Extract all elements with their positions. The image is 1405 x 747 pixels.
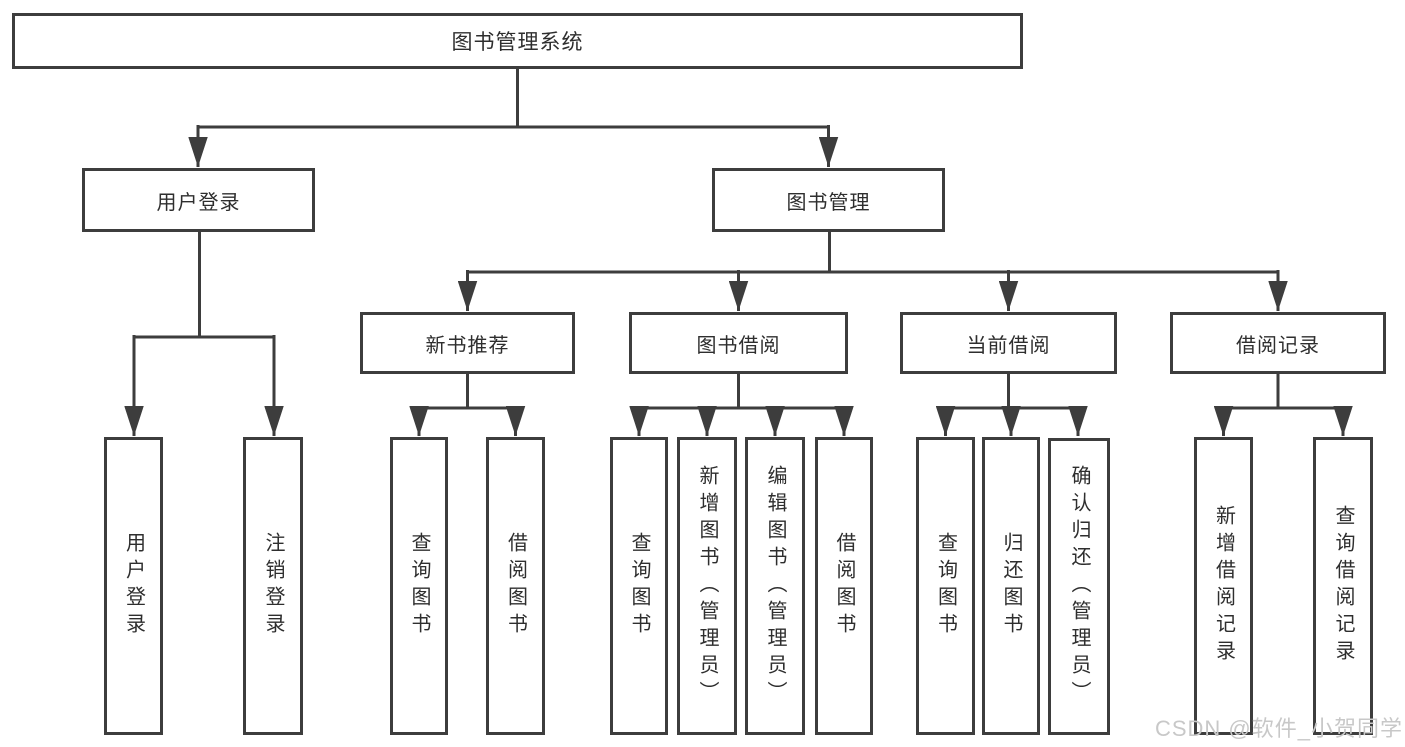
node-label: 用户登录 [122, 532, 145, 640]
node-borrow-records: 借阅记录 [1170, 312, 1386, 374]
node-label: 查询图书 [408, 532, 430, 640]
connector-user-login-to-leaves [124, 232, 284, 436]
node-label: 新增借阅记录 [1212, 505, 1235, 667]
node-label: 借阅记录 [1236, 334, 1320, 357]
node-label: 图书管理系统 [451, 31, 584, 54]
node-label: 归还图书 [1000, 532, 1022, 640]
leaf-borrow-books: 借阅图书 [815, 437, 873, 735]
leaf-user-login: 用户登录 [104, 437, 163, 735]
node-label: 借阅图书 [504, 532, 527, 640]
node-label: 确认归还（管理员） [1068, 465, 1090, 708]
node-label: 图书管理 [786, 191, 871, 214]
leaf-logout: 注销登录 [243, 437, 303, 735]
node-label: 编辑图书（管理员） [764, 464, 786, 708]
node-label: 新增图书（管理员） [696, 464, 718, 708]
leaf-query-borrow-record: 查询借阅记录 [1313, 437, 1373, 735]
leaf-new-book-borrow-books: 借阅图书 [486, 437, 545, 735]
connector-current-borrow-to-leaves [935, 374, 1088, 436]
node-label: 当前借阅 [966, 334, 1051, 357]
connector-root-to-level2 [188, 69, 839, 167]
connector-book-borrow-to-leaves [629, 374, 854, 436]
node-label: 查询图书 [628, 532, 650, 640]
node-label: 借阅图书 [833, 532, 855, 640]
node-book-management-branch: 图书管理 [712, 168, 945, 232]
node-label: 新书推荐 [425, 334, 510, 357]
node-label: 注销登录 [262, 532, 284, 640]
node-label: 图书借阅 [696, 334, 781, 357]
node-user-login-branch: 用户登录 [82, 168, 315, 232]
csdn-watermark: CSDN @软件_小贺同学 [1154, 716, 1403, 741]
node-label: 查询借阅记录 [1332, 505, 1354, 667]
node-current-borrow: 当前借阅 [900, 312, 1117, 374]
node-book-borrow: 图书借阅 [629, 312, 848, 374]
leaf-current-query-books: 查询图书 [916, 437, 975, 735]
node-label: 用户登录 [156, 191, 241, 214]
leaf-confirm-return-admin: 确认归还（管理员） [1048, 438, 1110, 735]
leaf-add-borrow-record: 新增借阅记录 [1194, 437, 1253, 735]
leaf-edit-books-admin: 编辑图书（管理员） [745, 437, 805, 735]
node-new-book-recommend: 新书推荐 [360, 312, 575, 374]
node-library-management-system: 图书管理系统 [12, 13, 1023, 69]
leaf-new-book-query-books: 查询图书 [390, 437, 448, 735]
leaf-return-books: 归还图书 [982, 437, 1040, 735]
connector-borrow-records-to-leaves [1213, 374, 1353, 436]
connector-new-book-to-leaves [409, 374, 526, 436]
leaf-borrow-query-books: 查询图书 [610, 437, 668, 735]
connector-book-mgmt-to-level3 [457, 232, 1288, 311]
leaf-add-books-admin: 新增图书（管理员） [677, 437, 737, 735]
node-label: 查询图书 [934, 532, 957, 640]
